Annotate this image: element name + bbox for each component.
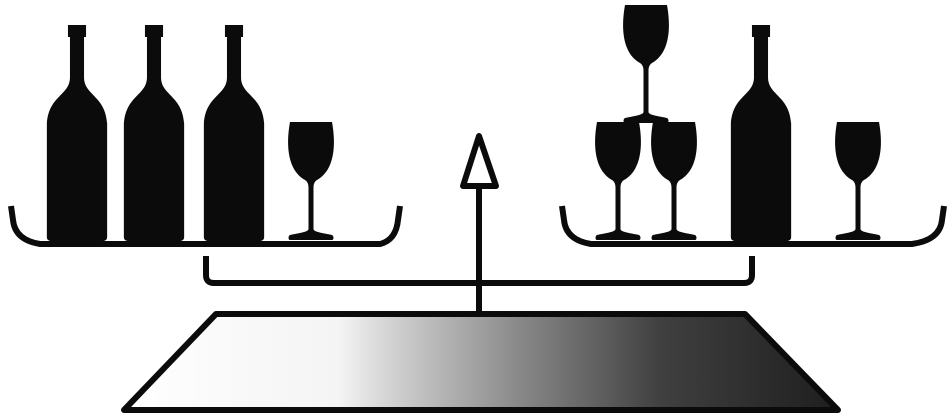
wine-bottle-icon (204, 25, 264, 241)
wine-glass-icon (288, 122, 334, 240)
left-pan-items (47, 25, 334, 241)
wine-bottle-icon (124, 25, 184, 241)
wine-glass-icon (595, 122, 641, 240)
up-arrow-icon (463, 136, 496, 186)
wine-bottle-icon (47, 25, 107, 241)
wine-glass-icon (835, 122, 881, 240)
wine-glass-icon (651, 122, 697, 240)
wine-glass-icon (623, 5, 669, 123)
wine-bottle-icon (731, 25, 791, 241)
right-pan-items (595, 5, 881, 241)
scale-base (124, 314, 838, 410)
